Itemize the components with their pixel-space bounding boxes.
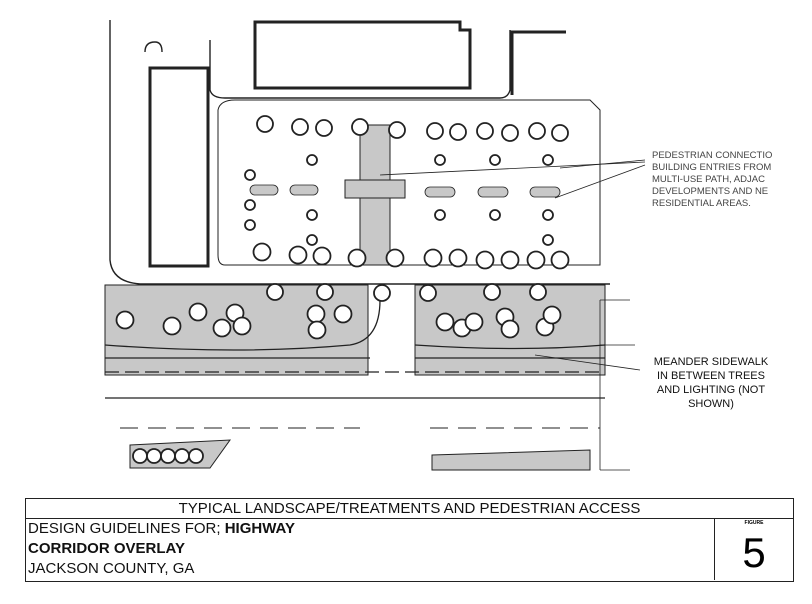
callout-line: SHOWN) xyxy=(688,398,734,410)
tree-icon xyxy=(449,123,467,141)
tree-icon xyxy=(426,122,444,140)
tree-icon xyxy=(146,448,162,464)
tree-icon xyxy=(550,250,570,270)
tree-icon xyxy=(212,318,232,338)
tree-icon xyxy=(464,312,484,332)
tree-icon xyxy=(266,283,284,301)
site-boundary xyxy=(109,20,610,285)
tree-icon xyxy=(500,250,520,270)
tree-icon xyxy=(423,248,443,268)
callout-line: PEDESTRIAN CONNECTIO xyxy=(652,150,773,161)
tree-icon xyxy=(526,250,546,270)
tree-icon xyxy=(529,283,547,301)
tree-icon xyxy=(483,283,501,301)
tree-icon xyxy=(306,154,318,166)
tree-icon xyxy=(435,312,455,332)
tree-icon xyxy=(288,245,308,265)
figure-label: FIGURE xyxy=(744,520,764,526)
tree-icon xyxy=(351,118,369,136)
county-line: JACKSON COUNTY, GA xyxy=(28,560,195,577)
tree-icon xyxy=(315,119,333,137)
tree-icon xyxy=(256,115,274,133)
callout-line: MULTI-USE PATH, ADJAC xyxy=(652,174,765,185)
building-right xyxy=(510,30,566,95)
tree-icon xyxy=(388,121,406,139)
figure-heading: TYPICAL LANDSCAPE/TREATMENTS AND PEDESTR… xyxy=(26,499,793,519)
tree-icon xyxy=(500,319,520,339)
tree-icon xyxy=(244,169,256,181)
tree-icon xyxy=(306,304,326,324)
tree-icon xyxy=(291,118,309,136)
callout-line: RESIDENTIAL AREAS. xyxy=(652,198,751,209)
tree-icon xyxy=(489,209,501,221)
tree-icon xyxy=(160,448,176,464)
building-top xyxy=(253,20,472,90)
tree-icon xyxy=(188,302,208,322)
callout-pedestrian-connection: PEDESTRIAN CONNECTIO BUILDING ENTRIES FR… xyxy=(652,150,812,210)
tree-icon xyxy=(448,248,468,268)
callout-line: DEVELOPMENTS AND NE xyxy=(652,186,769,197)
tree-group xyxy=(115,115,570,464)
callout-line: IN BETWEEN TREES xyxy=(657,370,765,382)
tree-icon xyxy=(347,248,367,268)
tree-icon xyxy=(528,122,546,140)
figure-box: FIGURE 5 xyxy=(714,519,793,580)
tree-icon xyxy=(373,284,391,302)
tree-icon xyxy=(232,316,252,336)
project-info: DESIGN GUIDELINES FOR; HIGHWAY CORRIDOR … xyxy=(26,519,714,580)
tree-icon xyxy=(476,122,494,140)
tree-icon xyxy=(434,154,446,166)
tree-icon xyxy=(542,209,554,221)
line1-bold: HIGHWAY xyxy=(224,520,295,537)
parking-lot xyxy=(217,99,601,266)
tree-icon xyxy=(306,209,318,221)
line1-prefix: DESIGN GUIDELINES FOR; xyxy=(28,520,225,537)
tree-icon xyxy=(162,316,182,336)
tree-icon xyxy=(312,246,332,266)
tree-icon xyxy=(542,154,554,166)
tree-icon xyxy=(385,248,405,268)
tree-icon xyxy=(252,242,272,262)
callout-line: MEANDER SIDEWALK xyxy=(653,356,769,368)
median-right xyxy=(431,449,591,471)
site-plan-drawing xyxy=(104,20,646,471)
callout-line: AND LIGHTING (NOT xyxy=(656,384,766,396)
tree-icon xyxy=(244,199,256,211)
tree-icon xyxy=(501,124,519,142)
tree-icon xyxy=(132,448,148,464)
callout-line: BUILDING ENTRIES FROM xyxy=(652,162,772,173)
tree-icon xyxy=(307,320,327,340)
design-guidelines-line: DESIGN GUIDELINES FOR; HIGHWAY xyxy=(26,519,714,539)
tree-icon xyxy=(333,304,353,324)
tree-icon xyxy=(316,283,334,301)
tree-icon xyxy=(244,219,256,231)
tree-icon xyxy=(542,305,562,325)
tree-icon xyxy=(174,448,190,464)
tree-icon xyxy=(551,124,569,142)
tree-icon xyxy=(306,234,318,246)
tree-icon xyxy=(434,209,446,221)
tree-icon xyxy=(542,234,554,246)
figure-number: 5 xyxy=(742,529,766,576)
callout-leader-2 xyxy=(534,354,641,371)
corridor-overlay-line: CORRIDOR OVERLAY xyxy=(28,540,185,557)
tree-icon xyxy=(475,250,495,270)
tree-icon xyxy=(188,448,204,464)
building-left xyxy=(148,66,210,268)
tree-icon xyxy=(115,310,135,330)
tree-icon xyxy=(489,154,501,166)
title-block: TYPICAL LANDSCAPE/TREATMENTS AND PEDESTR… xyxy=(25,498,794,582)
tree-icon xyxy=(419,284,437,302)
callout-meander-sidewalk: MEANDER SIDEWALK IN BETWEEN TREES AND LI… xyxy=(646,355,776,411)
